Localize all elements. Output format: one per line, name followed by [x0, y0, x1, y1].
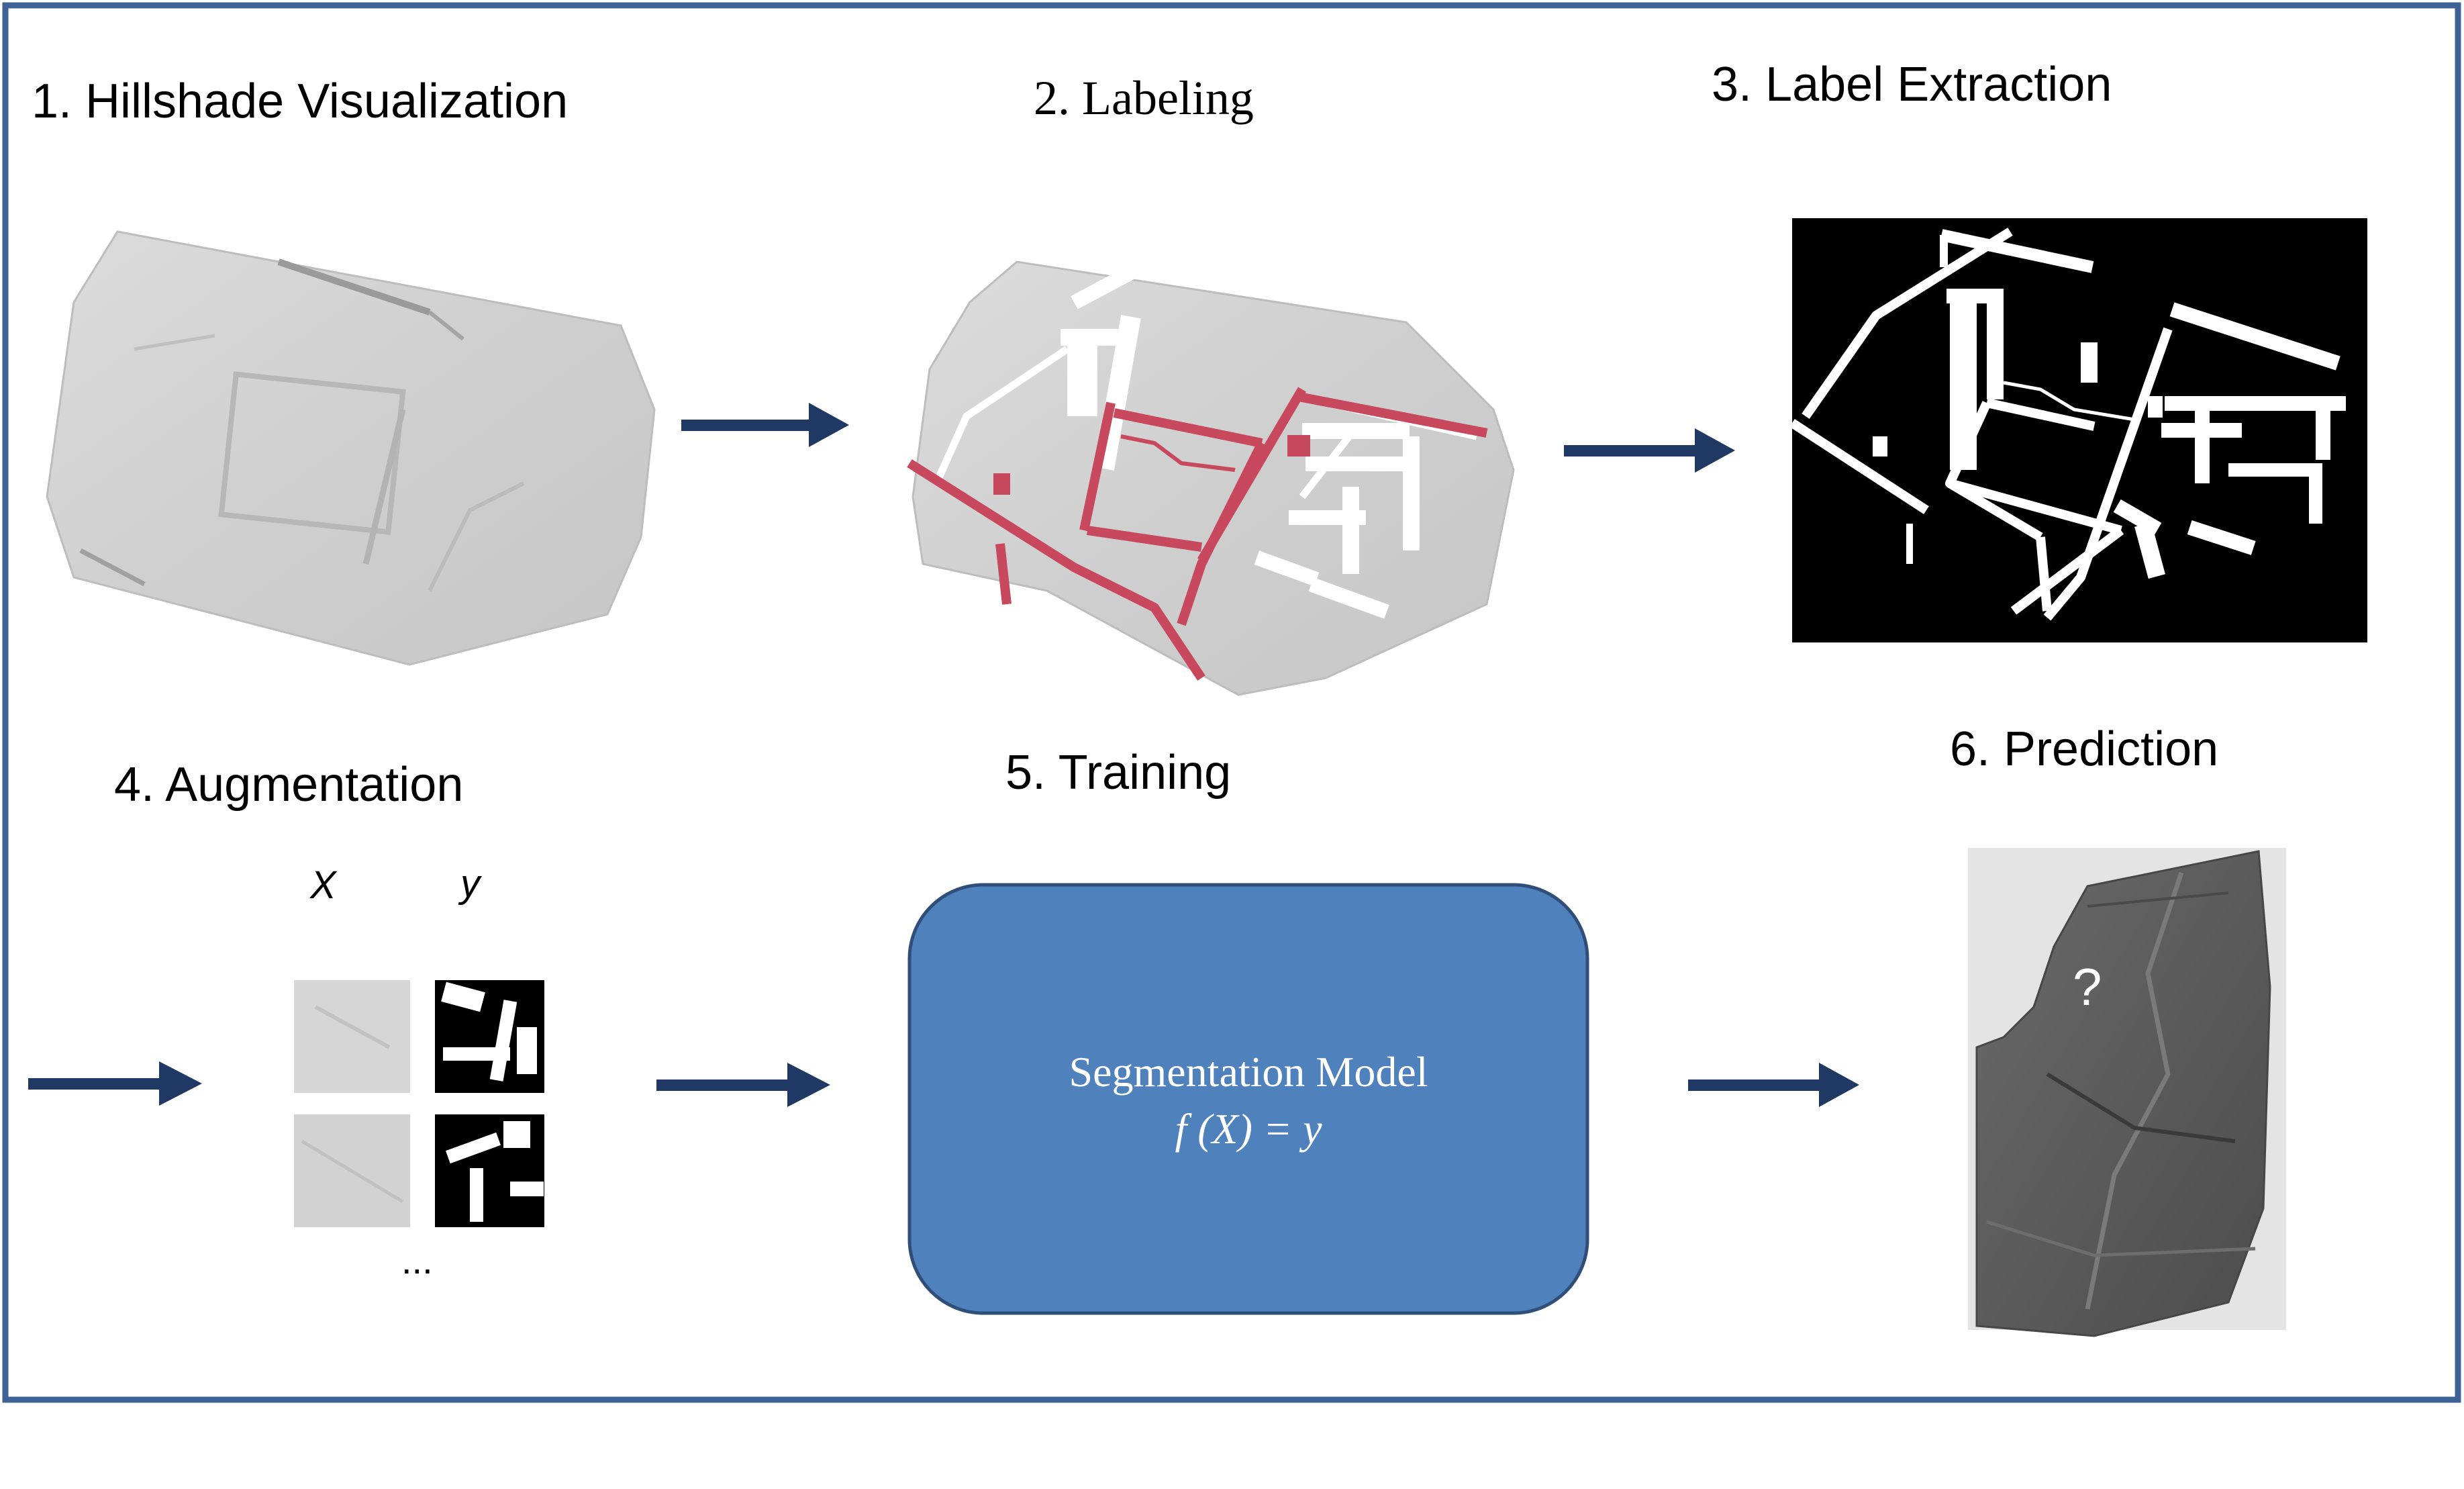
arrow-hillshade-to-labeling: [681, 403, 849, 447]
augmentation-y-label: y: [460, 862, 480, 906]
augmentation-tiles: [294, 980, 544, 1227]
augmentation-y-tile-2: [435, 1114, 544, 1227]
augmentation-x-label: X: [310, 863, 336, 907]
arrows: [28, 403, 1859, 1107]
arrow-labeling-to-extraction: [1564, 428, 1735, 473]
model-title: Segmentation Model: [1069, 1048, 1428, 1096]
augmentation-x-tile-1: [294, 980, 410, 1093]
augmentation-y-tile-1: [435, 980, 544, 1093]
step-4-title: 4. Augmentation: [114, 758, 464, 812]
segmentation-model-box: [907, 883, 1589, 1315]
arrow-into-augmentation: [28, 1061, 202, 1106]
prediction-question-mark: ?: [2073, 957, 2102, 1016]
labeling-image: [907, 242, 1515, 696]
hillshade-image: [46, 230, 656, 666]
step-6-title: 6. Prediction: [1950, 722, 2219, 776]
arrow-training-to-prediction: [1688, 1063, 1859, 1107]
step-5-title: 5. Training: [1005, 746, 1232, 800]
prediction-image: [1968, 848, 2286, 1337]
step-3-title: 3. Label Extraction: [1712, 58, 2112, 111]
arrow-augmentation-to-training: [656, 1063, 830, 1107]
label-extraction-image: [1789, 218, 2367, 642]
step-1-title: 1. Hillshade Visualization: [32, 75, 569, 128]
augmentation-ellipsis: ...: [401, 1239, 433, 1282]
outer-frame: [2, 2, 2461, 1403]
model-formula: f (X) = y: [1175, 1105, 1322, 1153]
step-2-title: 2. Labeling: [1034, 71, 1254, 125]
